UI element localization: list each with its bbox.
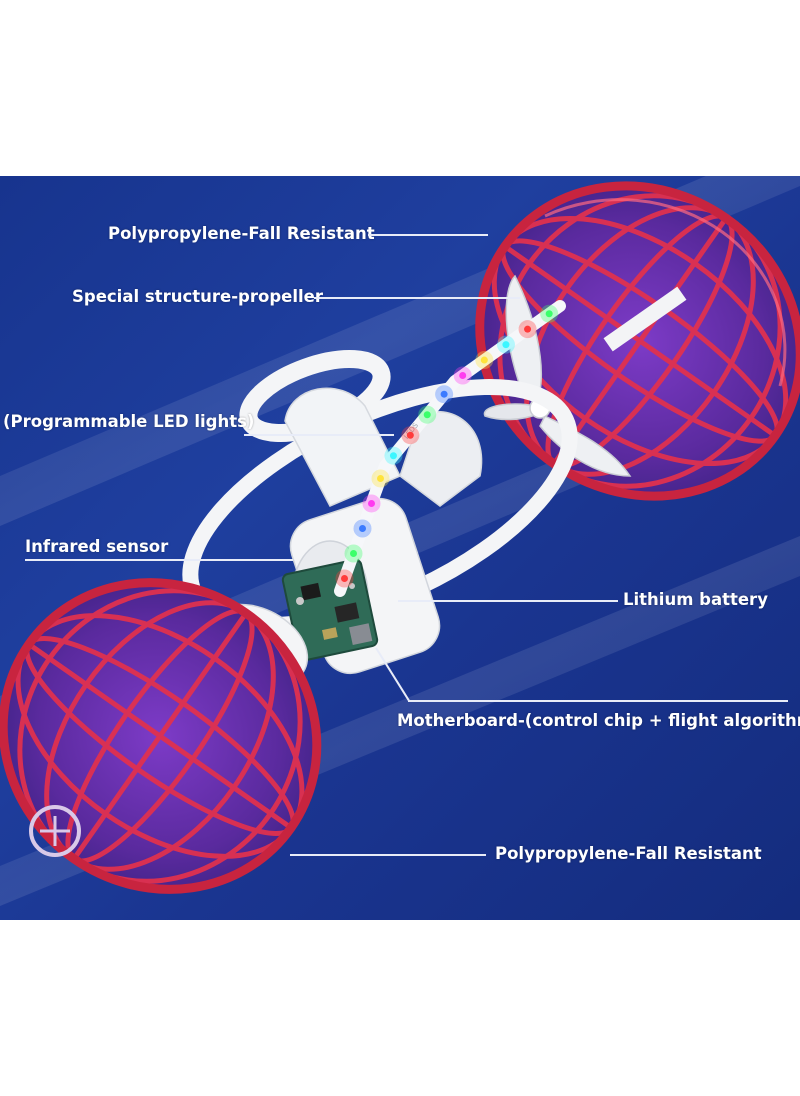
led-light	[389, 452, 397, 460]
led-light	[377, 474, 385, 482]
leader-bottom-shell	[290, 854, 486, 856]
led-light	[524, 325, 532, 333]
led-light	[368, 499, 376, 507]
label-battery: Lithium battery	[623, 590, 768, 609]
leader-led	[244, 434, 394, 436]
label-sensor: Infrared sensor	[25, 537, 169, 556]
leader-motherboard	[408, 700, 788, 702]
led-light	[480, 356, 488, 364]
led-light	[545, 310, 553, 318]
diagram-panel: LEDS Po	[0, 176, 800, 920]
leader-sensor	[25, 559, 293, 561]
label-bottom-shell: Polypropylene-Fall Resistant	[495, 844, 762, 863]
led-strip: LEDS	[334, 300, 566, 597]
leader-propeller	[314, 297, 520, 299]
leader-top-shell	[368, 234, 488, 236]
label-propeller: Special structure-propeller	[72, 287, 323, 306]
led-light	[502, 341, 510, 349]
label-led: (Programmable LED lights)	[3, 412, 255, 431]
led-light	[406, 431, 414, 439]
exploded-view-illustration: LEDS	[0, 176, 800, 906]
motherboard	[281, 558, 379, 662]
led-light	[359, 524, 367, 532]
bottom-shell	[0, 578, 326, 894]
label-top-shell: Polypropylene-Fall Resistant	[108, 224, 375, 243]
led-light	[350, 549, 358, 557]
led-light	[459, 371, 467, 379]
leader-battery	[398, 600, 618, 602]
led-light	[341, 574, 349, 582]
label-motherboard: Motherboard-(control chip + flight algor…	[397, 711, 800, 730]
led-light	[423, 411, 431, 419]
led-light	[440, 390, 448, 398]
